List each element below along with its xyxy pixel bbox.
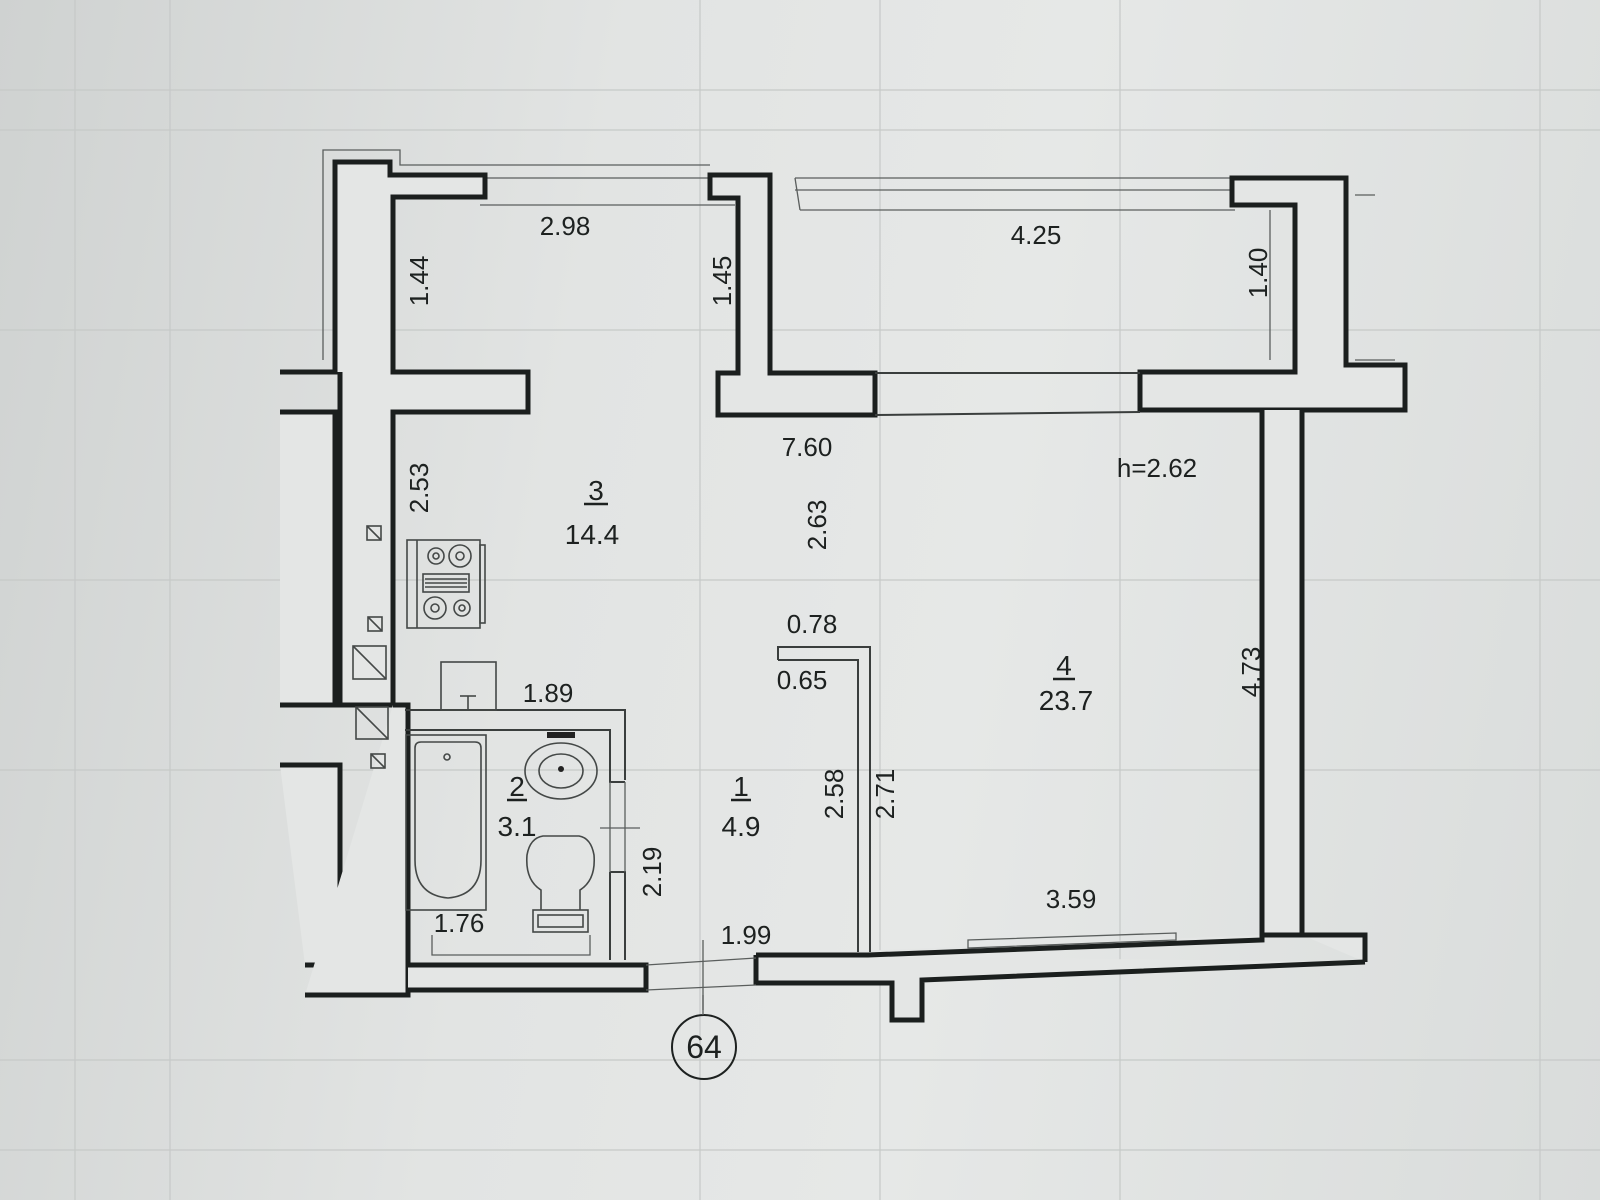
room-4-number: 4 (1056, 650, 1072, 681)
room-2-number: 2 (509, 771, 525, 802)
dim-hall-depth: 2.58 (819, 769, 849, 820)
dim-balcony-left-depth: 1.44 (404, 256, 434, 307)
partitions (405, 646, 1177, 960)
dim-center-depth: 2.63 (802, 500, 832, 551)
room-1-area: 4.9 (722, 811, 761, 842)
dim-balcony-mid-depth: 1.45 (707, 256, 737, 307)
apartment-number: 64 (686, 1029, 722, 1065)
dim-balcony-left-width: 2.98 (540, 211, 591, 241)
room-3-area: 14.4 (565, 519, 620, 550)
bathtub-icon (405, 734, 487, 911)
ventilation-ducts (352, 525, 389, 769)
dim-bath-inner-width: 1.76 (434, 908, 485, 938)
room-labels: 3 14.4 2 3.1 1 4.9 4 23.7 64 (498, 475, 1094, 1065)
toilet-icon (525, 835, 596, 933)
sink-cabinet-icon (440, 661, 497, 711)
room-1-number: 1 (733, 771, 749, 802)
dim-kitchen-depth: 2.53 (404, 463, 434, 514)
walls (280, 159, 1408, 1023)
dim-room4-depth: 4.73 (1236, 647, 1266, 698)
ceiling-height-label: h=2.62 (1117, 453, 1197, 483)
dim-partition-top: 0.78 (787, 609, 838, 639)
balcony-glazing (322, 149, 1395, 361)
stove-icon (406, 539, 486, 629)
bath-dash-line (431, 935, 591, 956)
room-2-area: 3.1 (498, 811, 537, 842)
washbasin-icon (524, 732, 598, 800)
dim-room4-width: 3.59 (1046, 884, 1097, 914)
dim-bath-depth: 2.19 (637, 847, 667, 898)
room-3-number: 3 (588, 475, 604, 506)
dim-overall-width: 7.60 (782, 432, 833, 462)
dim-balcony-right-depth: 1.40 (1243, 248, 1273, 299)
dim-partition-length: 2.71 (870, 769, 900, 820)
dim-entry-width: 1.99 (721, 920, 772, 950)
dim-balcony-right-width: 4.25 (1011, 220, 1062, 250)
apartment-number-circle (671, 1014, 737, 1080)
room-4-area: 23.7 (1039, 685, 1094, 716)
dim-bath-top-width: 1.89 (523, 678, 574, 708)
dim-partition-inner: 0.65 (777, 665, 828, 695)
dimension-labels: 2.98 1.44 1.45 4.25 1.40 7.60 2.53 2.63 … (404, 211, 1273, 950)
